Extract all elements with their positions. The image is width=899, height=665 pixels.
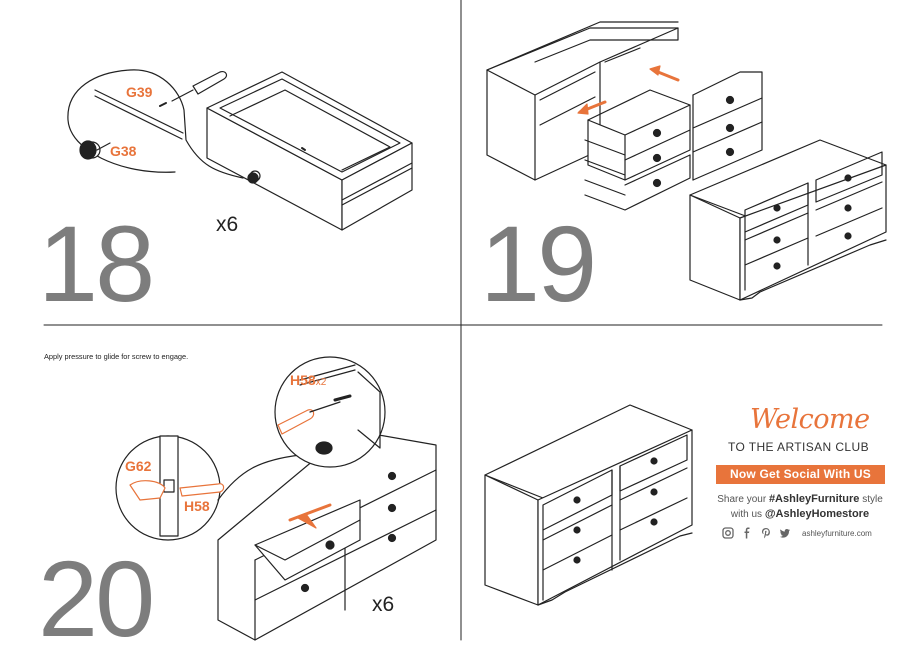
website-link[interactable]: ashleyfurniture.com	[802, 528, 872, 538]
finished-dresser-illustration	[484, 404, 693, 606]
part-label-g38: G38	[110, 143, 137, 159]
part-label-g39: G39	[126, 84, 153, 100]
step18-drawer-illustration	[67, 69, 413, 231]
step19-insert-drawers-illustration	[486, 21, 887, 301]
welcome-script: Welcome	[750, 404, 870, 435]
social-links: ashleyfurniture.com	[722, 526, 872, 540]
step20-instruction: Apply pressure to glide for screw to eng…	[44, 352, 189, 361]
step-number-18: 18	[38, 203, 155, 324]
part-label-h58-top: H58x2	[290, 372, 327, 388]
part-label-h58-bottom: H58	[184, 498, 210, 514]
twitter-icon[interactable]	[779, 527, 791, 539]
store-handle: @AshleyHomestore	[764, 508, 870, 520]
step18-multiplier: x6	[216, 213, 239, 236]
instagram-icon[interactable]	[722, 527, 734, 539]
part-count: x2	[315, 377, 327, 388]
step20-glide-screw-illustration	[115, 356, 437, 641]
step20-multiplier: x6	[372, 593, 395, 616]
step-number-19: 19	[480, 203, 597, 324]
get-social-banner: Now Get Social With US	[716, 465, 885, 484]
step-number-20: 20	[38, 538, 155, 659]
part-label-g62: G62	[125, 458, 152, 474]
share-text: Share your #AshleyFurniture style with u…	[717, 493, 883, 520]
artisan-club-heading: TO THE ARTISAN CLUB	[728, 440, 869, 454]
pinterest-icon[interactable]	[760, 527, 772, 539]
facebook-icon[interactable]	[741, 527, 753, 539]
